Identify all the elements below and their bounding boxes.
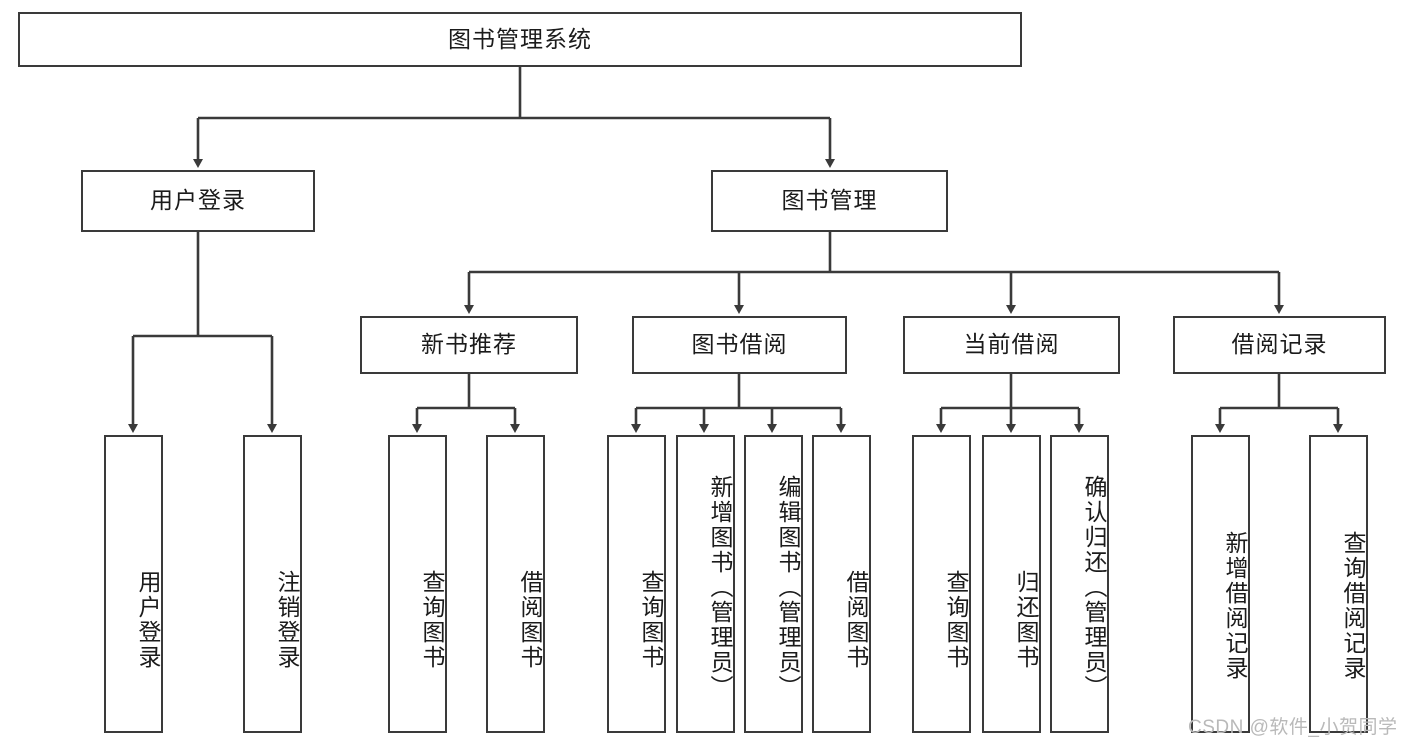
leaf-query-book-3-label: 查询图书	[943, 570, 969, 670]
leaf-user-login[interactable]: 用户登录	[104, 435, 163, 733]
leaf-add-record-label: 新增借阅记录	[1222, 531, 1248, 681]
node-user-login-label: 用户登录	[150, 187, 246, 214]
csdn-watermark: CSDN @软件_小贺同学	[1188, 717, 1398, 738]
node-borrow-record-label: 借阅记录	[1231, 331, 1328, 358]
leaf-borrow-book-2[interactable]: 借阅图书	[812, 435, 871, 733]
leaf-confirm-return-label: 确认归还（管理员）	[1081, 474, 1107, 700]
node-new-book-recommend-label: 新书推荐	[421, 331, 517, 358]
leaf-return-book[interactable]: 归还图书	[982, 435, 1041, 733]
node-root-label: 图书管理系统	[448, 25, 592, 52]
node-book-management[interactable]: 图书管理	[711, 170, 948, 232]
leaf-borrow-book-1[interactable]: 借阅图书	[486, 435, 545, 733]
node-book-borrow-label: 图书借阅	[691, 331, 788, 358]
leaf-edit-book-label: 编辑图书（管理员）	[775, 474, 801, 700]
node-root[interactable]: 图书管理系统	[18, 12, 1022, 67]
leaf-add-book[interactable]: 新增图书（管理员）	[676, 435, 735, 733]
node-new-book-recommend[interactable]: 新书推荐	[360, 316, 578, 374]
leaf-borrow-book-1-label: 借阅图书	[517, 570, 543, 670]
leaf-add-book-label: 新增图书（管理员）	[707, 474, 733, 700]
leaf-confirm-return[interactable]: 确认归还（管理员）	[1050, 435, 1109, 733]
leaf-query-book-1[interactable]: 查询图书	[388, 435, 447, 733]
leaf-query-book-3[interactable]: 查询图书	[912, 435, 971, 733]
leaf-query-book-1-label: 查询图书	[419, 570, 445, 670]
node-current-borrow[interactable]: 当前借阅	[903, 316, 1120, 374]
leaf-query-record-label: 查询借阅记录	[1340, 531, 1366, 681]
leaf-query-record[interactable]: 查询借阅记录	[1309, 435, 1368, 733]
node-user-login[interactable]: 用户登录	[81, 170, 315, 232]
leaf-borrow-book-2-label: 借阅图书	[843, 570, 869, 670]
leaf-user-login-label: 用户登录	[135, 570, 161, 670]
leaf-query-book-2[interactable]: 查询图书	[607, 435, 666, 733]
leaf-logout-login[interactable]: 注销登录	[243, 435, 302, 733]
leaf-edit-book[interactable]: 编辑图书（管理员）	[744, 435, 803, 733]
node-current-borrow-label: 当前借阅	[963, 331, 1060, 358]
leaf-logout-login-label: 注销登录	[274, 570, 300, 670]
leaf-add-record[interactable]: 新增借阅记录	[1191, 435, 1250, 733]
leaf-query-book-2-label: 查询图书	[638, 570, 664, 670]
node-book-borrow[interactable]: 图书借阅	[632, 316, 847, 374]
leaf-return-book-label: 归还图书	[1013, 570, 1039, 670]
node-book-management-label: 图书管理	[781, 187, 878, 214]
node-borrow-record[interactable]: 借阅记录	[1173, 316, 1386, 374]
